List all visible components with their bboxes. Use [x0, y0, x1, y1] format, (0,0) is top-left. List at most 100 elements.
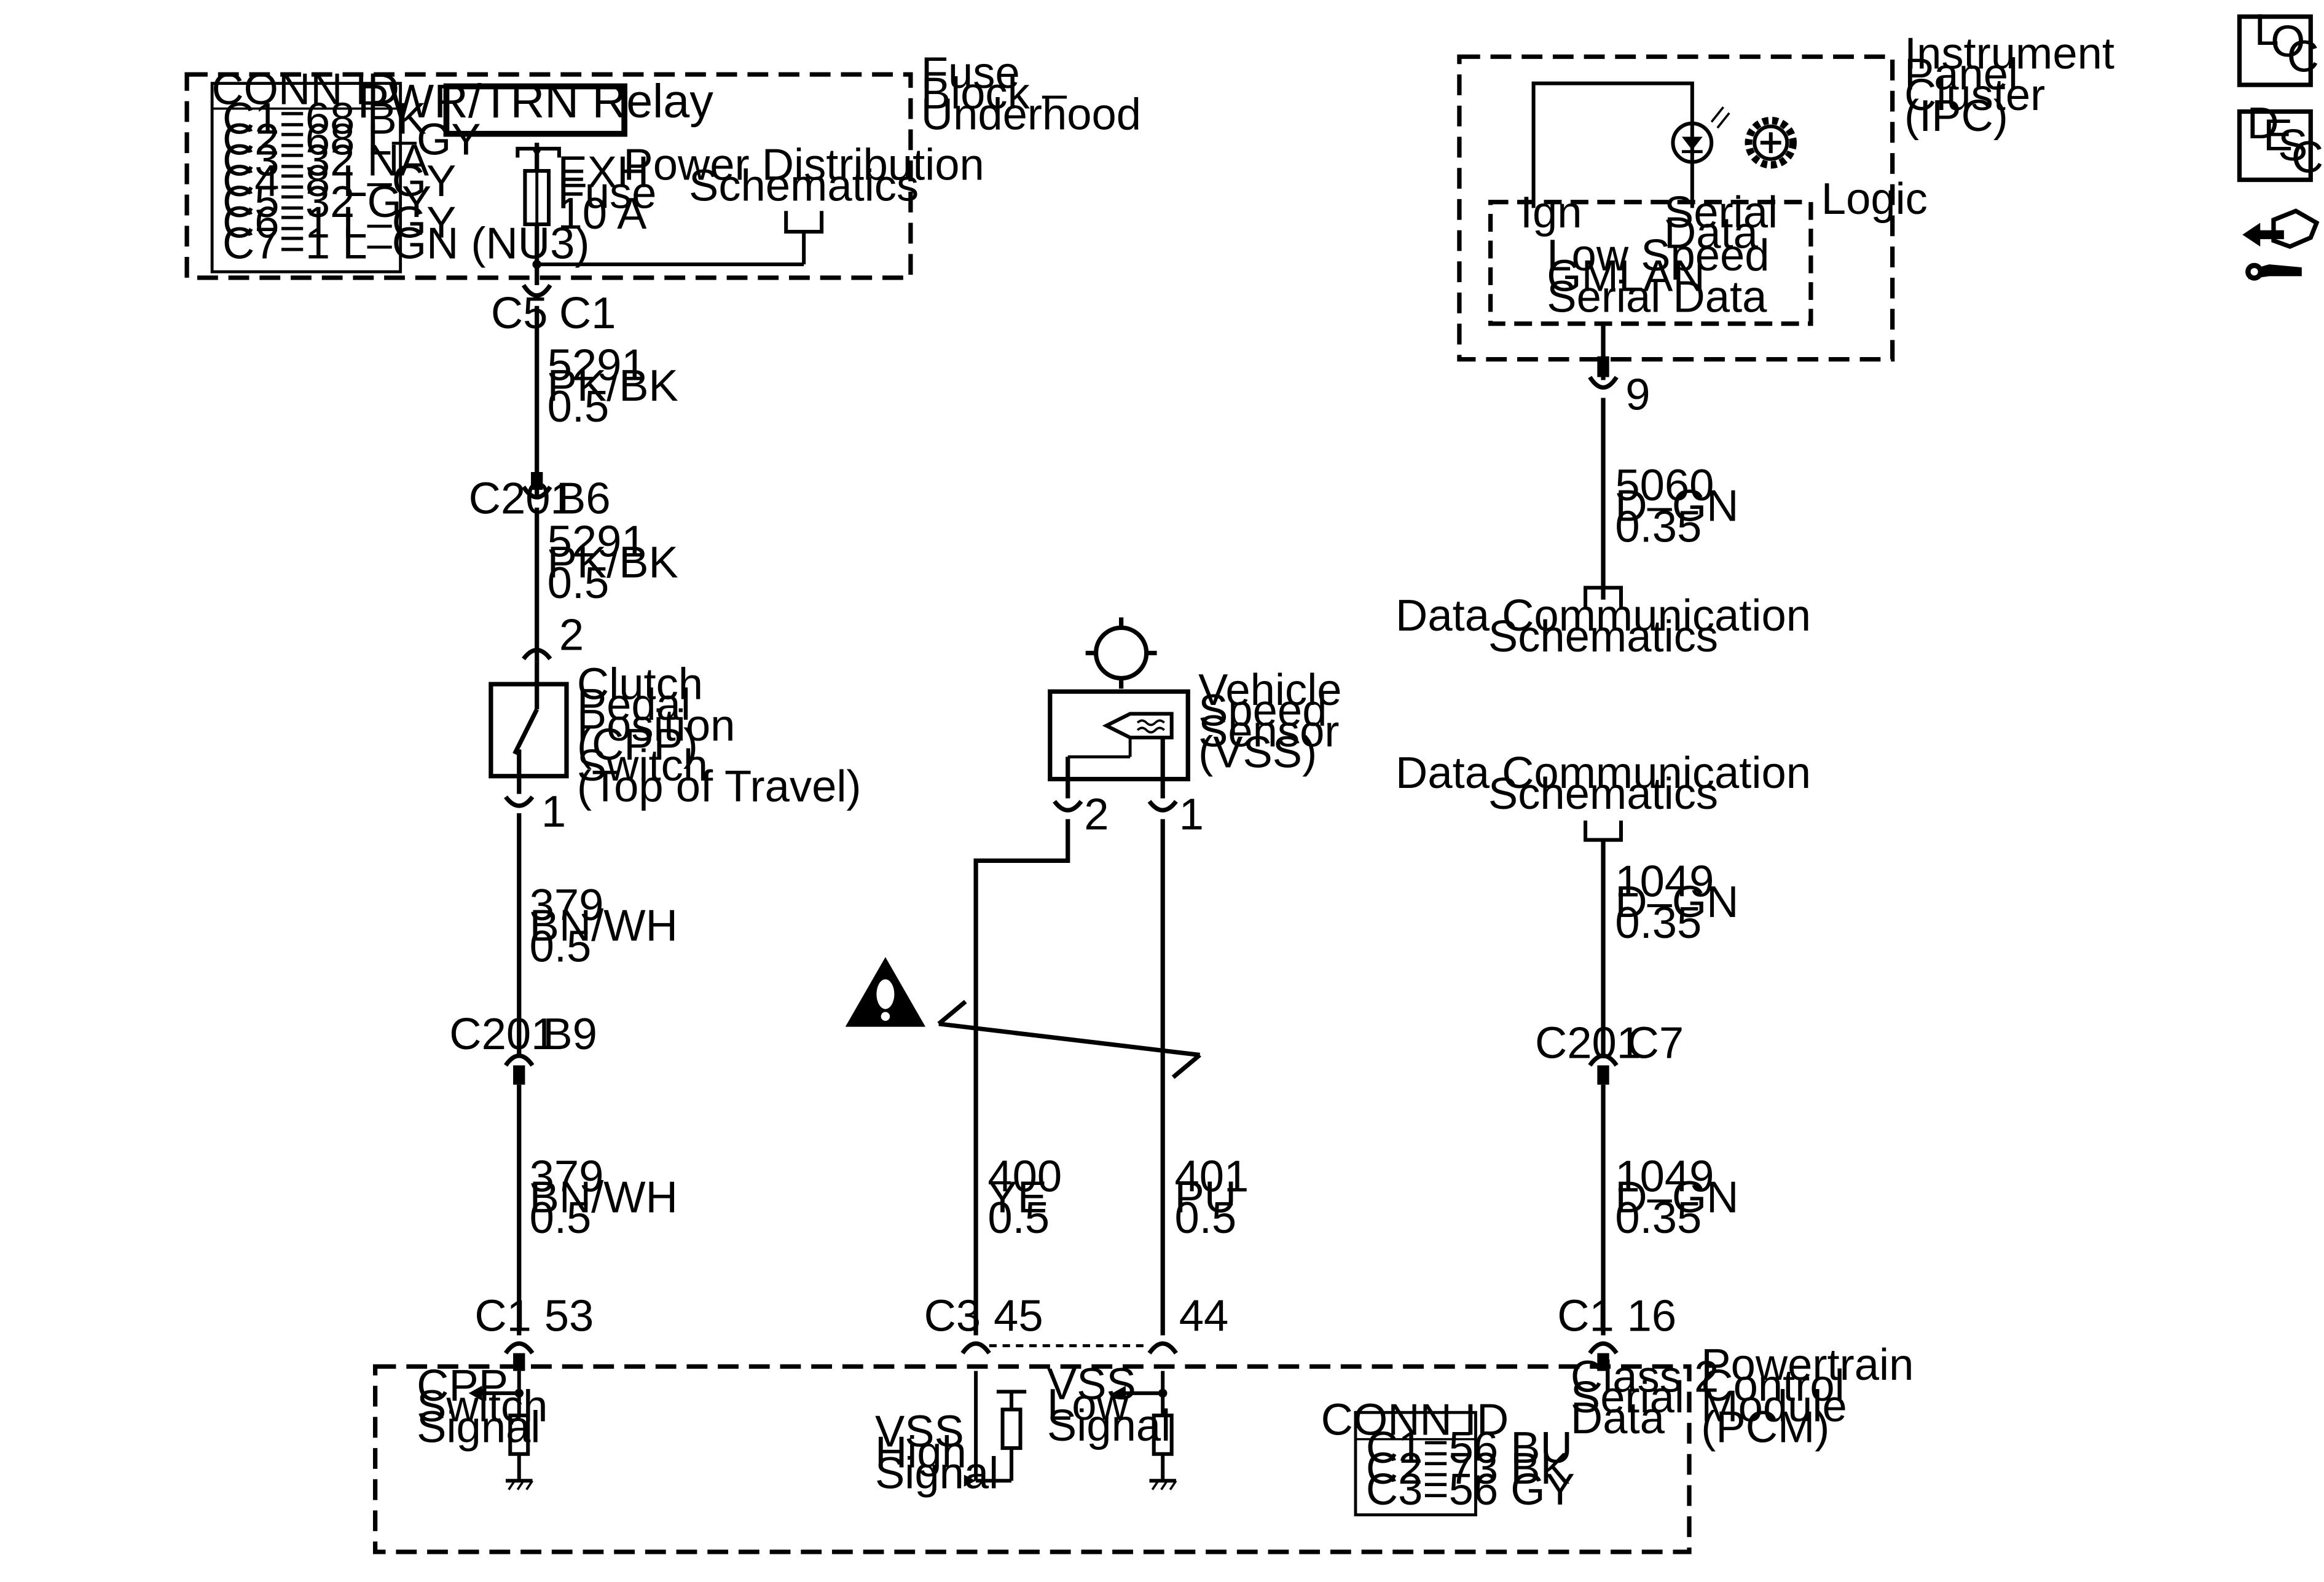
pcm-conn-id-table — [1354, 1411, 1477, 1517]
pin-2: 2 — [559, 610, 584, 660]
loc-letter: O — [2271, 17, 2305, 66]
ipc-label-2: Panel — [1904, 49, 2018, 99]
vss-high-3: Signal — [875, 1448, 999, 1498]
pin-44: 44 — [1179, 1291, 1229, 1340]
class2-label-2: Serial — [1571, 1372, 1684, 1422]
sensor-icon — [1102, 712, 1174, 740]
cpp-switch — [489, 682, 569, 779]
conn-c5: C5 — [491, 288, 548, 338]
gmlan-label-2: GMLAN — [1547, 251, 1705, 301]
gmlan-label-3: Serial Data — [1547, 272, 1767, 321]
wire-401-gauge: 0.5 — [1175, 1193, 1237, 1243]
wire-5060-gauge: 0.35 — [1615, 502, 1702, 551]
power-dist-label-1: Power Distribution — [623, 140, 984, 190]
fuse-label-1: EXH — [557, 148, 649, 197]
wire-379-gauge: 0.5 — [530, 921, 592, 971]
vss-sensor — [1048, 689, 1190, 782]
vss-low-1: VSS — [1047, 1359, 1136, 1409]
conn-c201: C201 — [469, 474, 575, 524]
vss-circuit: Vehicle Speed Sensor (VSS) 2 1 400 YE 0.… — [845, 617, 1342, 1355]
ipc-boundary — [1457, 54, 1895, 362]
class2-label-3: Data — [1571, 1393, 1665, 1443]
fuse-block-title-3: Underhood — [921, 89, 1141, 139]
pcm-conn-c1-a: C1 — [474, 1291, 532, 1340]
pcm-label-3: Module — [1701, 1382, 1847, 1431]
conn-c201b: C201 — [449, 1009, 555, 1059]
wire-5291-gauge: 0.5 — [548, 382, 610, 431]
pin-16: 16 — [1627, 1291, 1677, 1340]
wire-1049-gauge: 0.35 — [1615, 898, 1702, 948]
wire-1049b-color: D–GN — [1615, 1172, 1738, 1222]
loc-button[interactable]: L O C — [2237, 5, 2319, 87]
wire-379-num: 379 — [530, 880, 604, 930]
vss-low-2: Low — [1047, 1380, 1129, 1430]
pcm-label-4: (PCM) — [1701, 1402, 1829, 1452]
wire-5291b-gauge: 0.5 — [548, 558, 610, 608]
conn-id-row: C6=1 L–GY — [222, 198, 456, 248]
fuse-label-2: Fuse — [557, 168, 656, 218]
gear-icon — [1745, 116, 1797, 169]
pcm-conn-id-row: C2=73 BK — [1366, 1444, 1570, 1493]
pcm-boundary — [373, 1364, 1692, 1554]
desc-letter: C — [2291, 132, 2323, 182]
wire-401-color: PU — [1175, 1172, 1237, 1222]
pin-c7: C7 — [1627, 1018, 1684, 1068]
ipc-label-3: Cluster — [1904, 70, 2045, 120]
vss-label-3: Sensor — [1198, 707, 1339, 757]
conn-c201c: C201 — [1535, 1018, 1641, 1068]
vss-label-2: Speed — [1198, 686, 1327, 736]
connector-repair-icon[interactable] — [2242, 208, 2320, 281]
wire-379b-num: 379 — [530, 1152, 604, 1202]
serial-label-1: Serial — [1664, 187, 1778, 237]
power-dist-label-2: Schematics — [689, 160, 919, 210]
cpp-signal-1: CPP — [417, 1361, 508, 1411]
pcm-conn-c3: C3 — [924, 1291, 981, 1340]
conn-id-row: C1=68 BK — [222, 94, 426, 144]
pcm: Powertrain Control Module (PCM) CPP Swit… — [373, 1340, 1914, 1554]
cpp-signal-3: Signal — [417, 1402, 540, 1452]
wire-1049b-gauge: 0.35 — [1615, 1193, 1702, 1243]
vss-high-1: VSS — [875, 1407, 964, 1457]
fuse-block: Fuse Block – Underhood CONN ID C1=68 BK … — [184, 48, 1141, 285]
dcs2-label-2: Schematics — [1488, 769, 1718, 819]
desc-button[interactable]: D E S C — [2237, 98, 2323, 183]
wire-400-num: 400 — [987, 1152, 1062, 1202]
logic-box — [1488, 200, 1813, 326]
wire-5060-num: 5060 — [1615, 460, 1714, 510]
ipc: Instrument Panel Cluster (IPC) Logic Ign… — [1396, 29, 2114, 662]
nav-panel: L O C D E S C — [2237, 5, 2323, 281]
cpp-switch-label-1: Clutch — [577, 659, 703, 709]
class2-label-1: Class 2 — [1571, 1352, 1719, 1401]
dcs2-label-1: Data Communication — [1396, 748, 1811, 798]
wire-401-num: 401 — [1175, 1152, 1249, 1202]
cpp-switch-label-3: Position — [577, 701, 736, 750]
cpp-signal-2: Switch — [417, 1382, 548, 1431]
conn-id-row: C3=32 NA — [222, 135, 430, 185]
vss-low-3: Signal — [1047, 1401, 1171, 1450]
pcm-conn-id-row: C3=56 GY — [1366, 1465, 1575, 1514]
conn-c1: C1 — [559, 288, 616, 338]
pin-45: 45 — [994, 1291, 1043, 1340]
ipc-label-1: Instrument — [1904, 29, 2114, 79]
pin-53: 53 — [544, 1291, 594, 1340]
ipc-label-4: (IPC) — [1904, 91, 2008, 141]
serial-label-2: Data — [1664, 208, 1759, 258]
vss-label-4: (VSS) — [1198, 727, 1317, 777]
pcm-label-2: Control — [1701, 1361, 1844, 1411]
cpp-switch-label-4: (CPP) — [577, 720, 698, 769]
cpp-switch-label-2: Pedal — [577, 680, 691, 730]
wire-400-color: YE — [987, 1172, 1047, 1222]
wire-5291-color: PK/BK — [548, 361, 678, 411]
pin-b6: B6 — [556, 474, 611, 524]
pcm-conn-id-row: C1=56 BU — [1366, 1423, 1572, 1473]
conn-id-row: C7=1 L–GN (NU3) — [222, 218, 589, 268]
pin-b9: B9 — [543, 1009, 597, 1059]
loc-letter: L — [2255, 5, 2279, 55]
class2-circuit: Data Communication Schematics 1049 D–GN … — [1396, 748, 1811, 1371]
conn-id-row: C2=68 L–GY — [222, 115, 481, 165]
cpp-circuit: C5 C1 5291 PK/BK 0.5 C201 B6 5291 PK/BK … — [449, 283, 862, 1371]
wire-400-gauge: 0.5 — [987, 1193, 1050, 1243]
loc-letter: C — [2287, 31, 2319, 81]
